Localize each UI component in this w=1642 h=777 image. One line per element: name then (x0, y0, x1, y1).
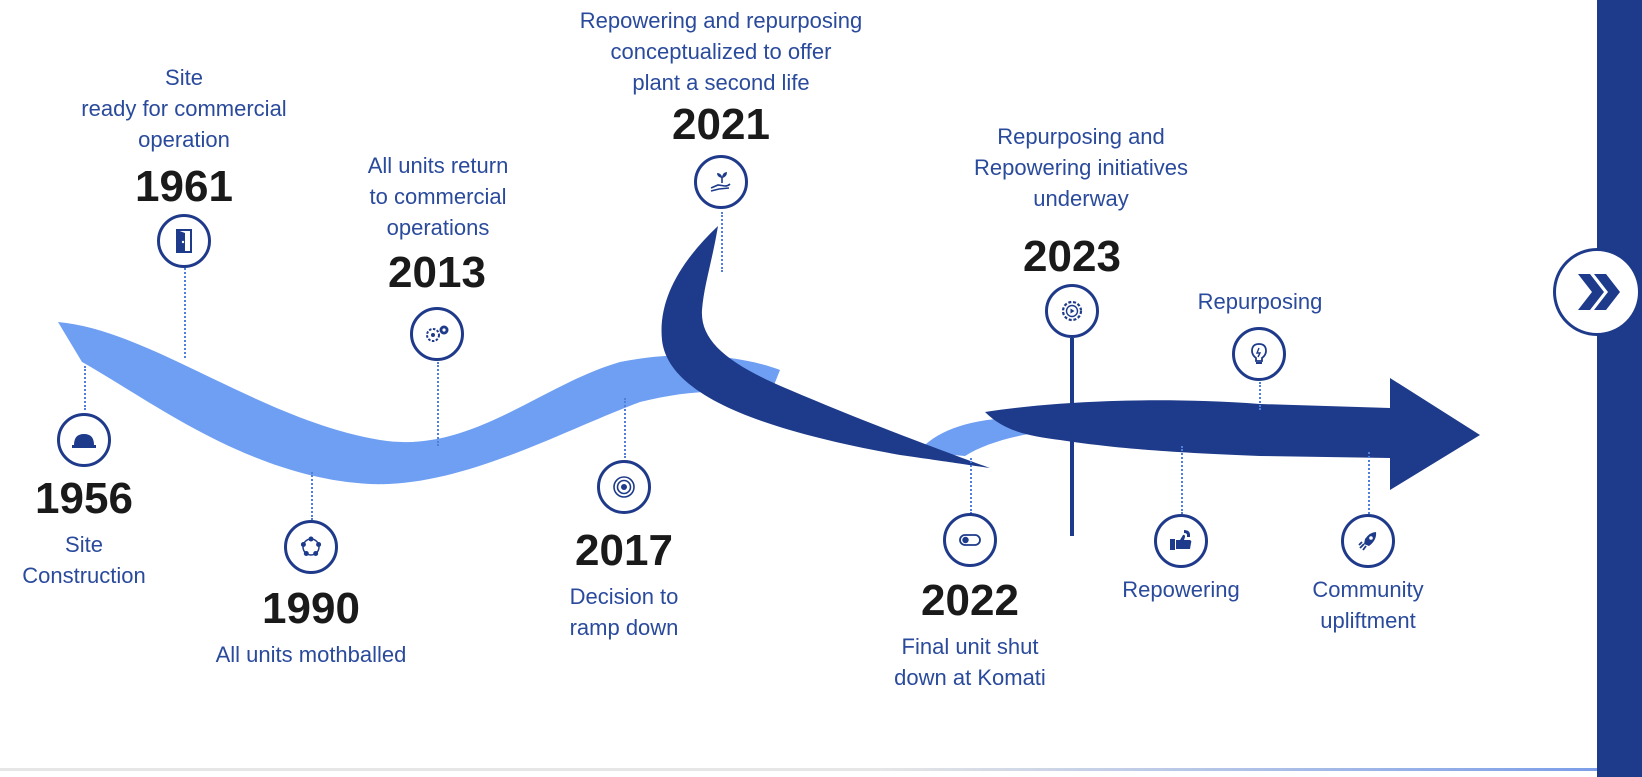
target-icon (597, 460, 651, 514)
milestone-1956-year: 1956 (35, 474, 133, 523)
connector-repurposing (1259, 382, 1261, 410)
milestone-2022-line-1: Final unit shut (901, 634, 1039, 659)
connector-community (1368, 452, 1370, 514)
bottom-divider (0, 768, 1597, 771)
door-icon (157, 214, 211, 268)
milestone-2017-line-1: Decision to (569, 584, 679, 609)
branch-community-line-1: Community (1312, 577, 1424, 602)
light-ribbon (58, 322, 780, 485)
milestone-2013-line-1: All units return (367, 153, 509, 178)
milestone-1961-text: Site ready for commercial operation (44, 62, 324, 155)
branch-repurposing-label: Repurposing (1197, 289, 1323, 314)
hand-plant-icon (694, 155, 748, 209)
milestone-2013-line-3: operations (386, 215, 490, 240)
connector-2013 (437, 362, 439, 446)
gears-icon (410, 307, 464, 361)
milestone-1961-line-2: ready for commercial (81, 96, 287, 121)
branch-community-line-2: upliftment (1320, 608, 1416, 633)
lightbulb-icon (1232, 327, 1286, 381)
milestone-1961-year: 1961 (135, 162, 233, 211)
branch-community-text: Community upliftment (1268, 574, 1468, 636)
main-arrow (985, 378, 1480, 490)
branch-repowering-label: Repowering (1122, 577, 1240, 602)
milestone-2022-year: 2022 (921, 576, 1019, 625)
milestone-1961-line-3: operation (138, 127, 230, 152)
milestone-2022-text: Final unit shut down at Komati (860, 631, 1080, 693)
milestone-1990-year: 1990 (262, 584, 360, 633)
dark-ribbon (661, 226, 990, 468)
milestone-2023-line-1: Repurposing and (997, 124, 1165, 149)
milestone-2017-year: 2017 (575, 526, 673, 575)
milestone-2023-text: Repurposing and Repowering initiatives u… (931, 121, 1231, 214)
next-slide-button[interactable] (1553, 248, 1641, 336)
milestone-2017-line-2: ramp down (569, 615, 679, 640)
milestone-2021-year: 2021 (672, 100, 770, 149)
double-chevron-right-icon (1578, 274, 1620, 310)
milestone-2023-line-3: underway (1033, 186, 1129, 211)
milestone-2021-line-1: Repowering and repurposing (579, 8, 863, 33)
hard-hat-icon (57, 413, 111, 467)
rocket-icon (1341, 514, 1395, 568)
milestone-1961-line-1: Site (165, 65, 203, 90)
connector-1961 (184, 268, 186, 358)
gear-play-icon (1045, 284, 1099, 338)
connector-2022 (970, 458, 972, 514)
milestone-1956-line-1: Site (65, 532, 103, 557)
milestone-1990-text: All units mothballed (171, 639, 451, 670)
milestone-2013-text: All units return to commercial operation… (318, 150, 558, 243)
connector-1956 (84, 366, 86, 410)
milestone-2017-text: Decision to ramp down (524, 581, 724, 643)
milestone-2023-year: 2023 (1023, 232, 1121, 281)
right-side-bar (1597, 0, 1642, 777)
milestone-1956-line-2: Construction (22, 563, 146, 588)
milestone-2013-year: 2013 (388, 248, 486, 297)
milestone-1956-text: Site Construction (0, 529, 174, 591)
connector-2021 (721, 212, 723, 272)
milestone-2023-line-2: Repowering initiatives (974, 155, 1188, 180)
milestone-1990-line-1: All units mothballed (215, 642, 407, 667)
hand-magnet-icon (1154, 514, 1208, 568)
milestone-2013-line-2: to commercial (369, 184, 507, 209)
connector-repowering (1181, 446, 1183, 514)
milestone-2021-text: Repowering and repurposing conceptualize… (541, 5, 901, 98)
toggle-switch-icon (943, 513, 997, 567)
milestone-2021-line-3: plant a second life (632, 70, 810, 95)
milestone-2021-line-2: conceptualized to offer (610, 39, 832, 64)
connector-2017 (624, 398, 626, 458)
network-icon (284, 520, 338, 574)
connector-1990 (311, 472, 313, 520)
milestone-2022-line-2: down at Komati (894, 665, 1046, 690)
